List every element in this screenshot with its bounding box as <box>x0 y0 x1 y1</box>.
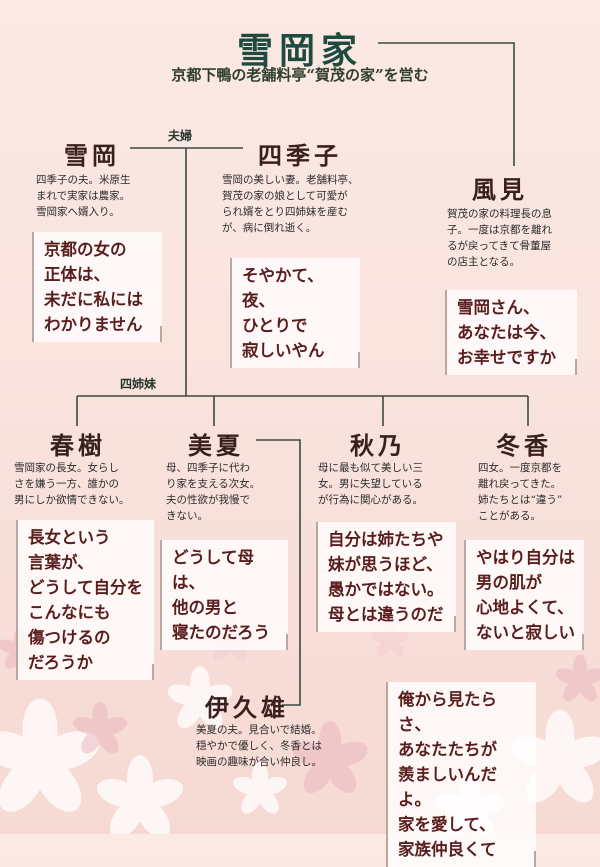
mika-description: 母、四季子に代わ り家を支える次女。 夫の性欲が我慢で きない。 <box>166 462 261 522</box>
akino-description: 母に最も似て美しい三 女。男に失望している が行為に関心がある。 <box>318 462 423 506</box>
haruki-description: 雪岡家の長女。女らし さを嫌う一方、誰かの 男にしか欲情できない。 <box>14 462 130 506</box>
kazami-description: 賀茂の家の料理長の息 子。一度は京都を離れ るが戻ってきて骨董屋 の店主となる。 <box>447 208 552 268</box>
yukioka-description: 四季子の夫。米原生 まれで実家は農家。 雪岡家へ婿入り。 <box>36 174 131 218</box>
haruki-name: 春樹 <box>50 431 106 460</box>
sisters-label: 四姉妹 <box>120 377 157 391</box>
yukioka-name: 雪岡 <box>64 141 120 170</box>
ikuo-description: 美夏の夫。見合いで結婚。 穏やかで優しく、冬香とは 映画の趣味が合い仲良し。 <box>196 724 322 768</box>
fuyuka-name: 冬香 <box>496 431 552 460</box>
family-title: 雪岡家 <box>236 30 363 72</box>
family-subtitle: 京都下鴨の老舗料亭“賀茂の家”を営む <box>171 66 429 84</box>
ikuo-name: 伊久雄 <box>205 693 289 722</box>
yukioka-quote: 京都の女の 正体は、 未だに私には わかりません <box>32 232 162 342</box>
fuyuka-description: 四女。一度京都を 離れ戻ってきた。 姉たちとは“違う” ことがある。 <box>478 462 563 522</box>
connector-family-to-kazami <box>378 42 515 166</box>
shikiko-description: 雪岡の美しい妻。老舗料亭、 賀茂の家の娘として可愛が られ婿をとり四姉妹を産む … <box>222 174 359 234</box>
mika-quote: どうして母は、 他の男と 寝たのだろう <box>160 540 288 650</box>
shikiko-quote: そやかて、夜、 ひとりで 寂しいやん <box>230 258 360 368</box>
kazami-quote: 雪岡さん、 あなたは今、 お幸せですか <box>445 290 577 375</box>
family-tree-connectors <box>76 42 529 706</box>
akino-quote: 自分は姉たちや 妹が思うほど、 愚かではない。 母とは違うのだ <box>316 522 456 632</box>
ikuo-quote: 俺から見たらさ、 あなたたちが 羨ましいんだよ。 家を愛して、 家族仲良くて <box>386 682 536 867</box>
connector-mika-to-ikuo <box>256 439 301 706</box>
couple-label: 夫婦 <box>168 129 193 143</box>
mika-name: 美夏 <box>188 431 244 460</box>
shikiko-name: 四季子 <box>258 141 342 170</box>
fuyuka-quote: やはり自分は 男の肌が 心地よくて、 ないと寂しい <box>464 540 584 650</box>
haruki-quote: 長女という 言葉が、 どうして自分を こんなにも 傷つけるの だろうか <box>16 520 154 680</box>
kazami-name: 風見 <box>472 175 528 204</box>
akino-name: 秋乃 <box>350 431 406 460</box>
